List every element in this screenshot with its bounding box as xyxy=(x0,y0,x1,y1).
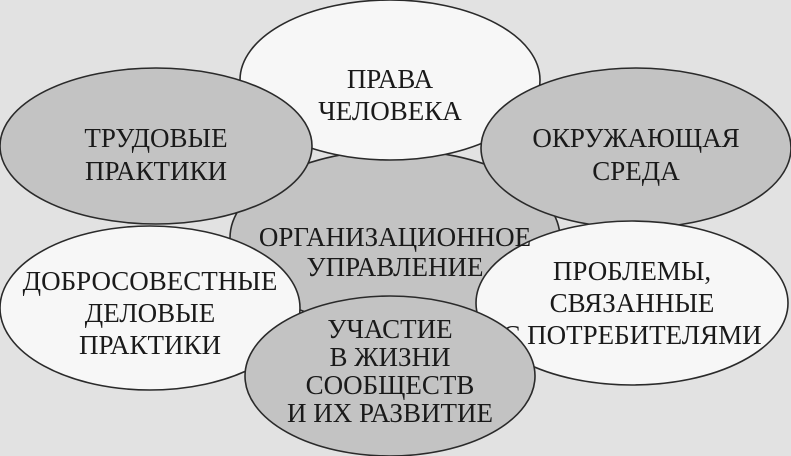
node-label-line: ПРАКТИКИ xyxy=(79,330,221,360)
node-label-line: ПРОБЛЕМЫ, xyxy=(553,256,711,286)
node-label-line: ДОБРОСОВЕСТНЫЕ xyxy=(23,266,278,296)
ellipse-community-involvement xyxy=(244,295,536,456)
node-label-line: ТРУДОВЫЕ xyxy=(84,123,227,153)
node-label-line: В ЖИЗНИ xyxy=(330,342,451,372)
ellipse-labour-practices xyxy=(0,67,313,225)
node-label-line: С ПОТРЕБИТЕЛЯМИ xyxy=(502,320,761,350)
node-label-line: ЧЕЛОВЕКА xyxy=(318,96,462,126)
node-label-line: ПРАВА xyxy=(347,64,434,94)
node-label-line: СРЕДА xyxy=(592,156,680,186)
node-label-line: И ИХ РАЗВИТИЕ xyxy=(287,398,493,428)
node-label-line: ОРГАНИЗАЦИОННОЕ xyxy=(259,222,531,252)
node-label-line: УПРАВЛЕНИЕ xyxy=(307,252,484,282)
node-label-line: ДЕЛОВЫЕ xyxy=(85,298,215,328)
node-label-line: СВЯЗАННЫЕ xyxy=(550,288,715,318)
ellipse-consumer-issues xyxy=(475,220,789,386)
node-label-line: ОКРУЖАЮЩАЯ xyxy=(532,123,739,153)
node-label-line: СООБЩЕСТВ xyxy=(306,370,475,400)
node-label-line: УЧАСТИЕ xyxy=(327,314,452,344)
ellipse-fair-operating-practices xyxy=(0,225,301,391)
node-label-line: ПРАКТИКИ xyxy=(85,156,227,186)
